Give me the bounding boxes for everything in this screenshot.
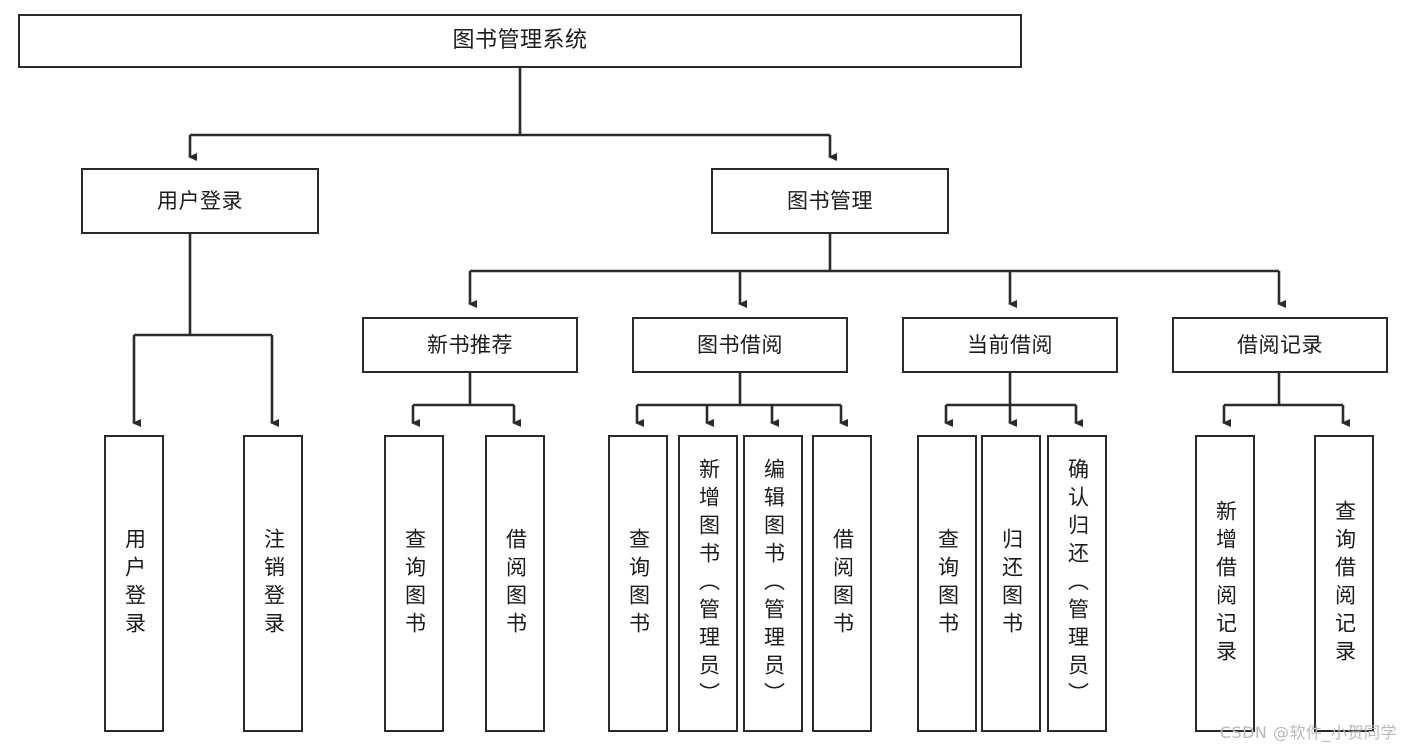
leaf-borrow-add-book[interactable]: 新增图书（管理员） [678, 435, 738, 732]
node-label: 新增图书（管理员） [696, 457, 721, 710]
node-label: 新书推荐 [427, 332, 513, 357]
node-root-system[interactable]: 图书管理系统 [18, 14, 1022, 68]
node-label: 图书管理系统 [452, 28, 588, 54]
leaf-current-return-book[interactable]: 归还图书 [981, 435, 1041, 732]
node-book-borrow[interactable]: 图书借阅 [632, 317, 848, 373]
node-label: 查询借阅记录 [1332, 499, 1357, 668]
node-label: 借阅图书 [830, 527, 855, 640]
node-label: 借阅记录 [1237, 332, 1323, 357]
node-label: 用户登录 [157, 188, 243, 213]
leaf-record-query[interactable]: 查询借阅记录 [1314, 435, 1374, 732]
node-label: 归还图书 [999, 527, 1024, 640]
node-label: 查询图书 [402, 527, 427, 640]
node-label: 查询图书 [626, 527, 651, 640]
leaf-record-add[interactable]: 新增借阅记录 [1195, 435, 1255, 732]
node-label: 编辑图书（管理员） [761, 457, 786, 710]
node-book-management[interactable]: 图书管理 [711, 168, 949, 234]
leaf-recommend-query-book[interactable]: 查询图书 [384, 435, 444, 732]
node-label: 注销登录 [261, 527, 286, 640]
leaf-borrow-borrow-book[interactable]: 借阅图书 [812, 435, 872, 732]
node-label: 借阅图书 [503, 527, 528, 640]
leaf-recommend-borrow-book[interactable]: 借阅图书 [485, 435, 545, 732]
node-label: 新增借阅记录 [1213, 499, 1238, 668]
node-label: 图书借阅 [697, 332, 783, 357]
node-current-borrow[interactable]: 当前借阅 [902, 317, 1118, 373]
node-label: 图书管理 [787, 188, 873, 213]
csdn-watermark: CSDN @软件_小贺同学 [1219, 723, 1397, 742]
node-new-book-recommend[interactable]: 新书推荐 [362, 317, 578, 373]
leaf-current-confirm-return[interactable]: 确认归还（管理员） [1047, 435, 1107, 732]
node-label: 确认归还（管理员） [1065, 457, 1090, 710]
node-label: 用户登录 [122, 527, 147, 640]
leaf-logout[interactable]: 注销登录 [243, 435, 303, 732]
node-label: 查询图书 [935, 527, 960, 640]
leaf-borrow-query-book[interactable]: 查询图书 [608, 435, 668, 732]
leaf-current-query-book[interactable]: 查询图书 [917, 435, 977, 732]
leaf-borrow-edit-book[interactable]: 编辑图书（管理员） [743, 435, 803, 732]
node-user-login[interactable]: 用户登录 [81, 168, 319, 234]
node-borrow-record[interactable]: 借阅记录 [1172, 317, 1388, 373]
node-label: 当前借阅 [967, 332, 1053, 357]
leaf-user-login[interactable]: 用户登录 [104, 435, 164, 732]
